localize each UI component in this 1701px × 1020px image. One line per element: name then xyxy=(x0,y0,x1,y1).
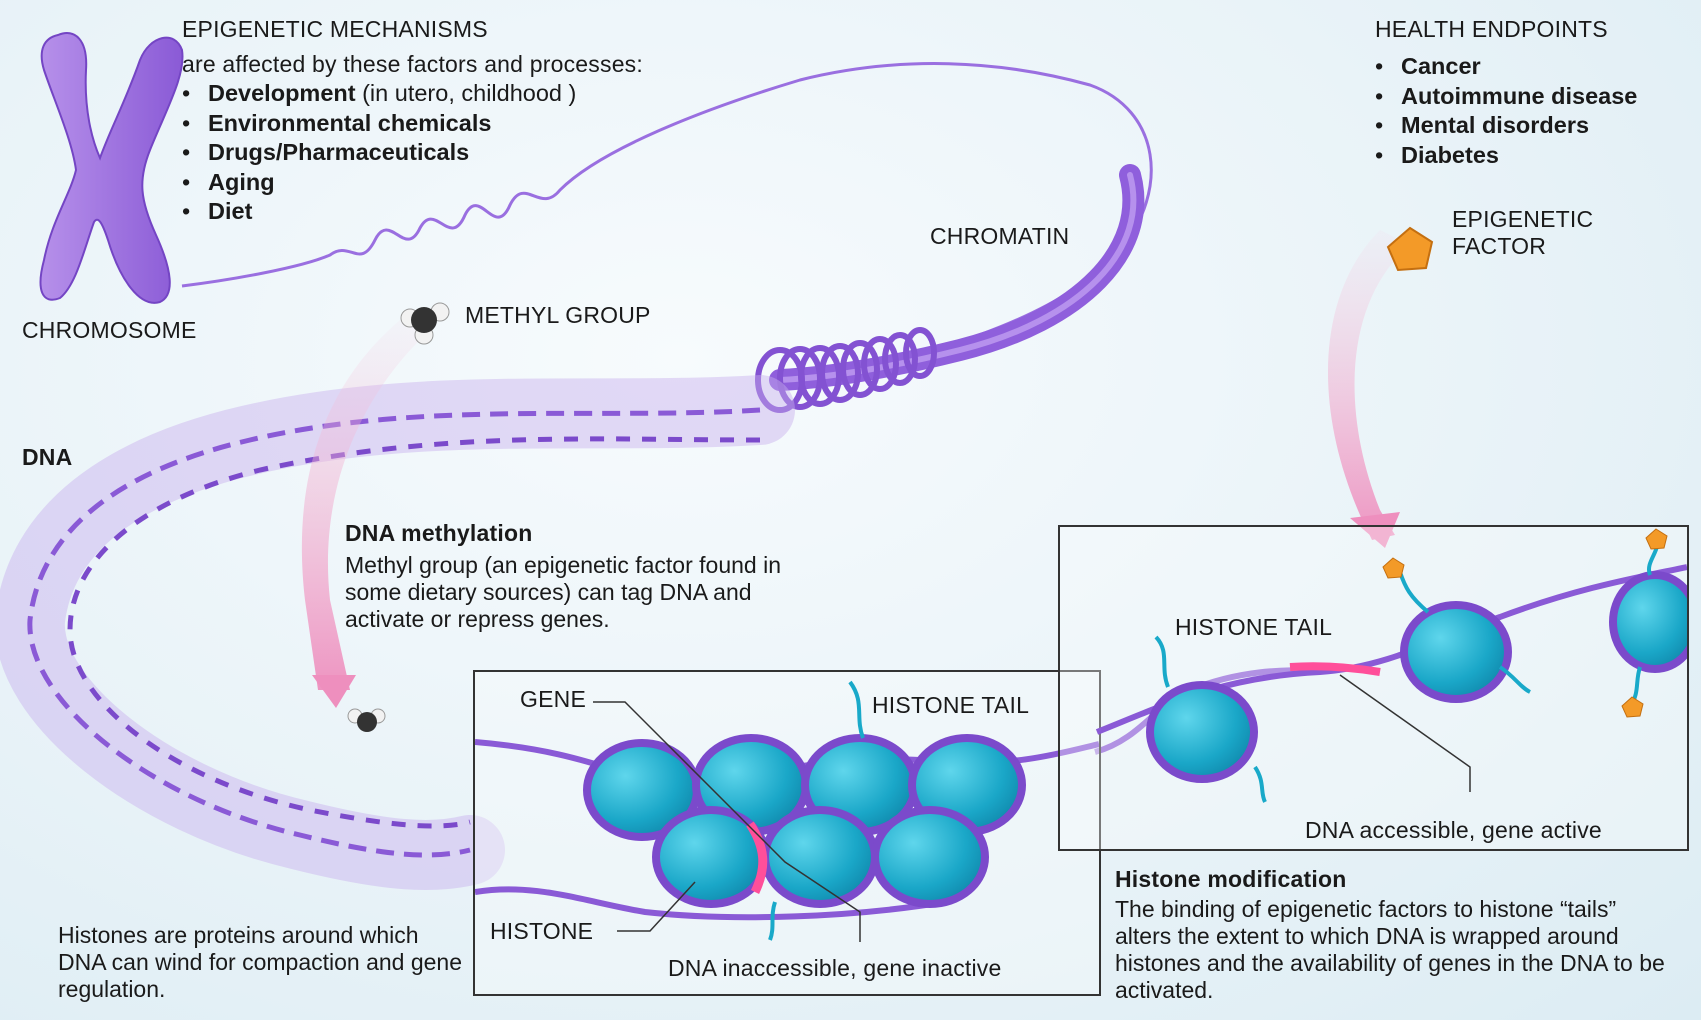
mechanisms-intro: are affected by these factors and proces… xyxy=(182,51,643,77)
epigenetic-factor-icon xyxy=(1386,226,1434,272)
mechanism-item-diet: Diet xyxy=(182,197,576,227)
compact-nucleosomes xyxy=(474,680,1100,942)
open-nucleosomes xyxy=(1095,528,1701,803)
chromatin-label: CHROMATIN xyxy=(930,223,1070,249)
chromosome-label: CHROMOSOME xyxy=(22,317,197,343)
mechanisms-list: Development (in utero, childhood ) Envir… xyxy=(182,79,576,227)
health-heading: HEALTH ENDPOINTS xyxy=(1375,16,1608,42)
histone-compact-panel xyxy=(473,670,1101,996)
histone-mod-title: Histone modification xyxy=(1115,866,1347,892)
epigenetic-factor-label-line2: FACTOR xyxy=(1452,233,1547,259)
chromosome-shape xyxy=(39,32,184,304)
gene-label: GENE xyxy=(520,686,586,712)
mechanism-item-drugs: Drugs/Pharmaceuticals xyxy=(182,138,576,168)
gene-segment-active xyxy=(1289,662,1381,676)
epigenetic-factor-label-line1: EPIGENETIC xyxy=(1452,206,1594,232)
mechanism-item-chemicals: Environmental chemicals xyxy=(182,109,576,139)
methyl-group-icon xyxy=(400,302,450,345)
mechanisms-heading: EPIGENETIC MECHANISMS xyxy=(182,16,488,42)
health-list: Cancer Autoimmune disease Mental disorde… xyxy=(1375,52,1637,170)
histone-tail-label-left: HISTONE TAIL xyxy=(872,692,1030,718)
histone-mod-arrow xyxy=(1327,230,1410,540)
dna-inaccessible-label: DNA inaccessible, gene inactive xyxy=(668,955,1002,981)
methylation-title: DNA methylation xyxy=(345,520,533,546)
health-item-cancer: Cancer xyxy=(1375,52,1637,82)
mechanism-item-aging: Aging xyxy=(182,168,576,198)
histone-label: HISTONE xyxy=(490,918,594,944)
histone-mod-body: The binding of epigenetic factors to his… xyxy=(1115,896,1665,1003)
health-item-diabetes: Diabetes xyxy=(1375,141,1637,171)
chromatin-coil xyxy=(755,327,937,413)
health-item-autoimmune: Autoimmune disease xyxy=(1375,82,1637,112)
histone-tail-label-right: HISTONE TAIL xyxy=(1175,614,1333,640)
health-item-mental: Mental disorders xyxy=(1375,111,1637,141)
methylation-arrow xyxy=(301,320,430,690)
methylation-body: Methyl group (an epigenetic factor found… xyxy=(345,552,781,632)
mechanism-item-development: Development (in utero, childhood ) xyxy=(182,79,576,109)
histone-open-panel xyxy=(1058,525,1701,851)
methyl-group-label: METHYL GROUP xyxy=(465,302,651,328)
methyl-on-dna-icon xyxy=(347,708,386,732)
dna-accessible-label: DNA accessible, gene active xyxy=(1305,817,1602,843)
histone-note: Histones are proteins around which DNA c… xyxy=(58,922,463,1002)
dna-label: DNA xyxy=(22,444,73,470)
